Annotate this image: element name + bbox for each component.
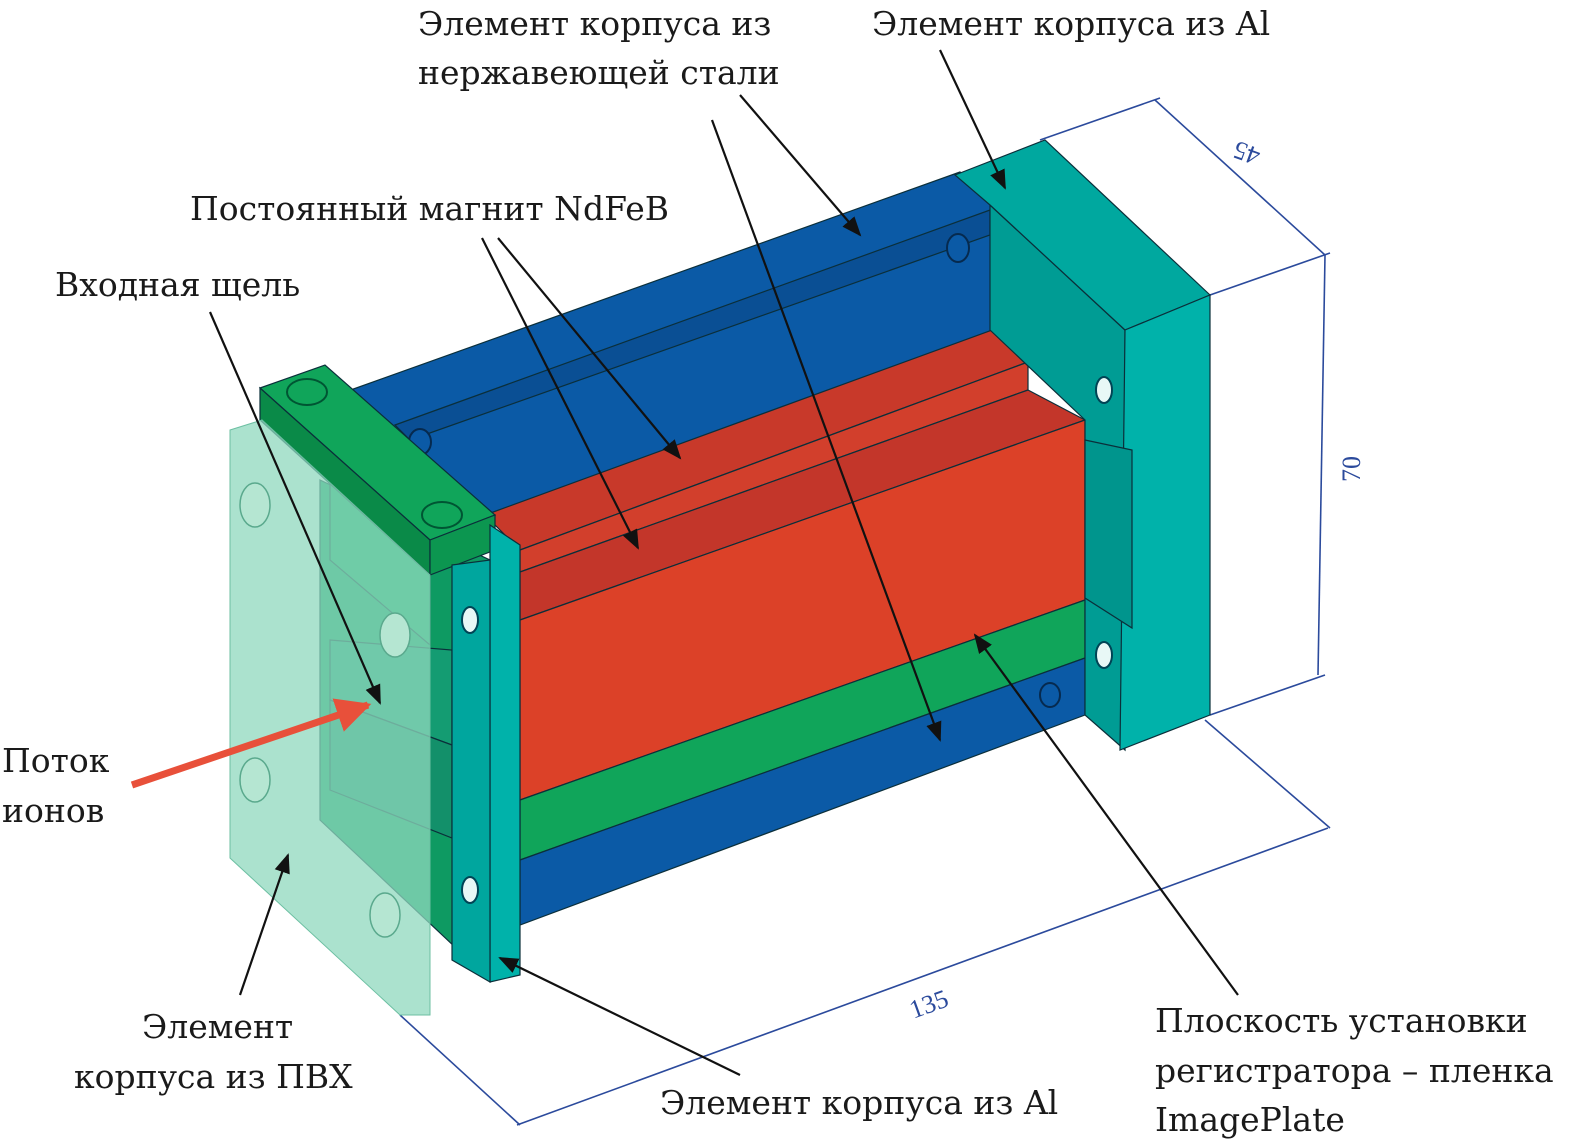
label-detector-plane-line2: регистратора – пленка (1155, 1051, 1554, 1090)
label-detector-plane-line1: Плоскость установки (1155, 1001, 1528, 1040)
label-ion-flux-line1: Поток (2, 741, 110, 780)
label-steel-body-line1: Элемент корпуса из (418, 4, 771, 43)
label-entrance-slit: Входная щель (55, 265, 300, 304)
dimension-length: 135 (906, 984, 953, 1025)
label-steel-body-line2: нержавеющей стали (418, 53, 780, 92)
label-pvc-body-line2: корпуса из ПВХ (74, 1057, 353, 1096)
dimension-depth: 45 (1230, 135, 1264, 171)
label-magnet: Постоянный магнит NdFeB (190, 189, 669, 228)
label-ion-flux-line2: ионов (2, 791, 104, 830)
label-al-body-top: Элемент корпуса из Al (872, 4, 1270, 43)
al-body-right (953, 139, 1212, 752)
leader-lines (208, 49, 1239, 1076)
label-detector-plane-line3: ImagePlate (1155, 1100, 1345, 1139)
pvc-bolts (239, 482, 411, 938)
label-al-body-bottom: Элемент корпуса из Al (660, 1083, 1058, 1122)
label-pvc-body-line1: Элемент (142, 1007, 293, 1046)
al-body-front-plate (489, 523, 521, 983)
ion-flux-arrow (130, 698, 372, 789)
dimension-height: 70 (1337, 456, 1366, 482)
dimension-lines (399, 97, 1331, 1126)
